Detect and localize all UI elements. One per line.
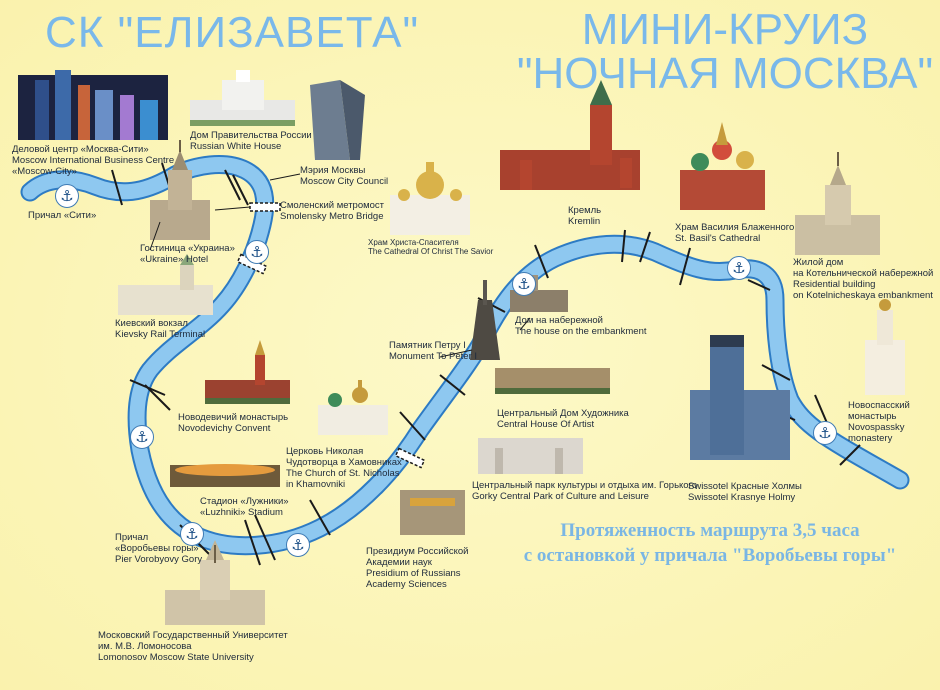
swissotel-picture	[690, 335, 790, 460]
peter-monument-picture	[470, 280, 500, 360]
bridge	[309, 499, 331, 536]
label-city-council: Мэрия Москвы Moscow City Council	[300, 165, 389, 187]
kremlin-picture	[500, 80, 640, 190]
moscow-city-picture	[18, 70, 168, 140]
st-basil-picture	[680, 122, 765, 210]
label-novodevichy: Новодевичий монастырь Novodevichy Conven…	[178, 412, 289, 434]
route-duration: Протяженность маршрута 3,5 часа	[560, 520, 860, 541]
academy-picture	[400, 490, 465, 535]
bridge	[534, 244, 549, 279]
landmark-pictures	[18, 70, 905, 625]
cruise-title-line1: МИНИ-КРУИЗ	[581, 5, 869, 54]
cruise-title-line2: "НОЧНАЯ МОСКВА"	[516, 49, 934, 98]
luzhniki-picture	[170, 464, 280, 487]
route-stop: с остановкой у причала "Воробьевы горы"	[523, 545, 897, 566]
label-white-house: Дом Правительства России Russian White H…	[190, 130, 312, 152]
label-artist-house: Центральный Дом Художника Central House …	[497, 408, 629, 430]
label-st-nicholas: Церковь Николая Чудотворца в Хамовниках …	[286, 446, 402, 490]
anchor-icon[interactable]: ⚓	[512, 272, 536, 296]
white-house-picture	[190, 70, 295, 126]
anchor-icon[interactable]: ⚓	[180, 522, 204, 546]
bridge	[111, 169, 123, 206]
label-pier-vorobyovy: Причал «Воробьевы горы» Pier Vorobyovy G…	[115, 532, 203, 565]
label-academy: Президиум Российской Академии наук Presi…	[366, 546, 469, 590]
anchor-icon[interactable]: ⚓	[286, 533, 310, 557]
label-kremlin: Кремль Kremlin	[568, 205, 602, 227]
label-embankment-house: Дом на набережной The house on the emban…	[515, 315, 647, 337]
kotelnicheskaya-picture	[795, 152, 880, 255]
label-pier-city: Причал «Сити»	[28, 210, 97, 221]
label-luzhniki: Стадион «Лужники» «Luzhniki» Stadium	[200, 496, 289, 518]
anchor-icon[interactable]: ⚓	[55, 184, 79, 208]
anchor-icon[interactable]: ⚓	[813, 421, 837, 445]
bridge	[232, 174, 249, 206]
label-metro-bridge: Смоленский метромост Smolensky Metro Bri…	[280, 200, 385, 222]
bridge	[747, 279, 771, 291]
label-swissotel: Swissotel Красные Холмы Swissotel Krasny…	[688, 481, 802, 503]
label-st-basil: Храм Василия Блаженного St. Basil's Cath…	[675, 222, 795, 244]
st-nicholas-picture	[318, 380, 388, 435]
company-title: СК "ЕЛИЗАВЕТА"	[45, 8, 420, 57]
leader-lines	[149, 173, 531, 358]
label-moscow-city: Деловой центр «Москва-Сити» Moscow Inter…	[12, 144, 175, 177]
novospassky-picture	[865, 299, 905, 395]
railway-bridge	[394, 447, 426, 469]
bridge	[761, 364, 791, 381]
label-gorky-park: Центральный парк культуры и отдыха им. Г…	[472, 480, 698, 502]
label-kievsky: Киевский вокзал Kievsky Rail Terminal	[115, 318, 206, 340]
bridge	[679, 247, 691, 286]
bridge	[399, 411, 426, 441]
bridge	[244, 519, 261, 566]
railway-bridge	[236, 253, 268, 275]
bridge	[439, 374, 466, 396]
label-peter: Памятник Петру I Monument To Peter I	[389, 340, 478, 362]
novodevichy-picture	[205, 340, 290, 404]
label-novospassky: Новоспасский монастырь Novospassky monas…	[848, 400, 910, 444]
ukraine-hotel-picture	[150, 140, 210, 240]
label-msu: Московский Государственный Университет и…	[98, 630, 288, 663]
bridge	[224, 169, 241, 201]
label-kotelnicheskaya: Жилой дом на Котельнической набережной R…	[793, 257, 934, 301]
artist-house-picture	[495, 368, 610, 394]
bridge	[254, 514, 276, 561]
bridge	[639, 231, 651, 263]
city-council-picture	[310, 80, 365, 160]
kievsky-picture	[118, 254, 213, 315]
anchor-icon[interactable]: ⚓	[727, 256, 751, 280]
route-info: Протяженность маршрута 3,5 часа с остано…	[500, 518, 920, 568]
label-christ-savior: Храм Христа-Спасителя The Cathedral Of C…	[368, 238, 494, 256]
bridge	[144, 384, 171, 411]
label-ukraine-hotel: Гостиница «Украина» «Ukraine» Hotel	[140, 243, 235, 265]
metro-bridge	[249, 202, 281, 212]
anchor-icon[interactable]: ⚓	[130, 425, 154, 449]
anchor-icon[interactable]: ⚓	[245, 240, 269, 264]
cruise-title: МИНИ-КРУИЗ "НОЧНАЯ МОСКВА"	[510, 8, 940, 96]
bridge	[839, 444, 861, 466]
bridge	[621, 229, 626, 263]
christ-savior-picture	[390, 162, 470, 235]
msu-picture	[165, 540, 265, 625]
gorky-park-picture	[478, 438, 583, 474]
